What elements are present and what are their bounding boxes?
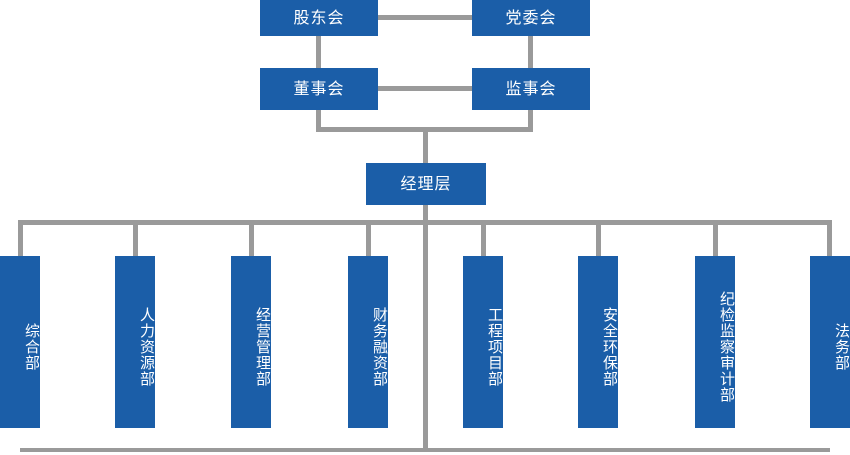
- node-label-board-of-supervisors: 监事会: [505, 79, 557, 98]
- connector-drop-dept-5: [481, 220, 486, 256]
- connector-drop-dept-8: [827, 220, 832, 256]
- connector-board-down: [316, 110, 321, 132]
- node-label-dept-discipline-audit: 纪检监察审计部: [718, 291, 736, 403]
- connector-management-down: [423, 205, 428, 452]
- connector-supervisors-down: [528, 110, 533, 132]
- node-label-dept-finance: 财务融资部: [371, 307, 389, 387]
- node-label-shareholders: 股东会: [293, 8, 345, 27]
- connector-drop-dept-2: [133, 220, 138, 256]
- node-label-dept-general-affairs: 综合部: [23, 323, 41, 371]
- node-label-dept-operations: 经营管理部: [254, 307, 272, 387]
- node-party-committee[interactable]: 党委会: [472, 0, 590, 36]
- node-label-dept-legal: 法务部: [833, 323, 850, 371]
- connector-party-down: [528, 36, 533, 68]
- node-label-dept-engineering: 工程项目部: [486, 307, 504, 387]
- connector-drop-dept-4: [366, 220, 371, 256]
- connector-bottom-rule: [20, 448, 830, 452]
- node-label-dept-human-resources: 人力资源部: [138, 307, 156, 387]
- node-board-of-supervisors[interactable]: 监事会: [472, 68, 590, 110]
- node-dept-legal[interactable]: 法务部: [810, 256, 850, 428]
- node-dept-operations[interactable]: 经营管理部: [231, 256, 272, 428]
- connector-bus-to-management: [423, 127, 428, 164]
- node-shareholders[interactable]: 股东会: [260, 0, 378, 36]
- node-management-layer[interactable]: 经理层: [366, 163, 486, 205]
- node-dept-human-resources[interactable]: 人力资源部: [115, 256, 156, 428]
- connector-drop-dept-1: [18, 220, 23, 256]
- connector-shareholders-to-party: [378, 15, 472, 20]
- connector-department-bus: [18, 220, 832, 225]
- node-label-party-committee: 党委会: [505, 8, 557, 27]
- node-dept-discipline-audit[interactable]: 纪检监察审计部: [695, 256, 736, 428]
- connector-board-to-supervisors: [378, 86, 472, 91]
- node-label-dept-safety-env: 安全环保部: [601, 307, 619, 387]
- node-dept-engineering[interactable]: 工程项目部: [463, 256, 504, 428]
- connector-drop-dept-7: [713, 220, 718, 256]
- node-dept-safety-env[interactable]: 安全环保部: [578, 256, 619, 428]
- node-dept-finance[interactable]: 财务融资部: [348, 256, 389, 428]
- connector-drop-dept-3: [249, 220, 254, 256]
- connector-drop-dept-6: [596, 220, 601, 256]
- node-label-management-layer: 经理层: [400, 174, 452, 193]
- node-dept-general-affairs[interactable]: 综合部: [0, 256, 41, 428]
- node-label-board-of-directors: 董事会: [293, 79, 345, 98]
- connector-shareholders-down: [316, 36, 321, 68]
- node-board-of-directors[interactable]: 董事会: [260, 68, 378, 110]
